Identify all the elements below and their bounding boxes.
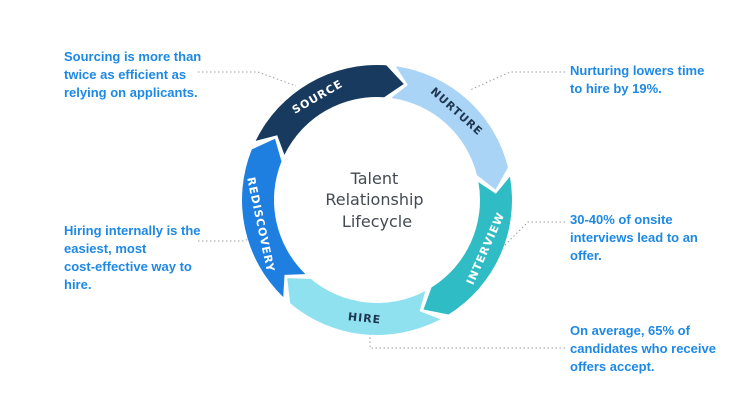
center-title-line-1: Talent (350, 169, 399, 188)
center-title: Talent Relationship Lifecycle (325, 169, 428, 231)
center-title-line-3: Lifecycle (342, 212, 412, 231)
segment-source (255, 65, 404, 155)
leader-interview (504, 221, 565, 246)
note-source: Sourcing is more than twice as efficient… (64, 49, 202, 100)
segment-label-hire: HIRE (347, 310, 381, 326)
segment-nurture (391, 66, 508, 190)
note-nurture: Nurturing lowers time to hire by 19%. (570, 63, 705, 96)
segment-hire (287, 278, 441, 336)
leader-lines (198, 71, 565, 349)
note-rediscovery: Hiring internally is the easiest, most c… (64, 223, 201, 292)
leader-source (198, 71, 297, 87)
center-title-line-2: Relationship (325, 190, 423, 209)
leader-hire (369, 324, 565, 349)
note-interview: 30-40% of onsite interviews lead to an o… (570, 212, 698, 263)
note-hire: On average, 65% of candidates who receiv… (570, 323, 716, 374)
segment-rediscovery (242, 138, 306, 298)
leader-nurture (469, 71, 565, 91)
segment-interview (423, 176, 513, 315)
